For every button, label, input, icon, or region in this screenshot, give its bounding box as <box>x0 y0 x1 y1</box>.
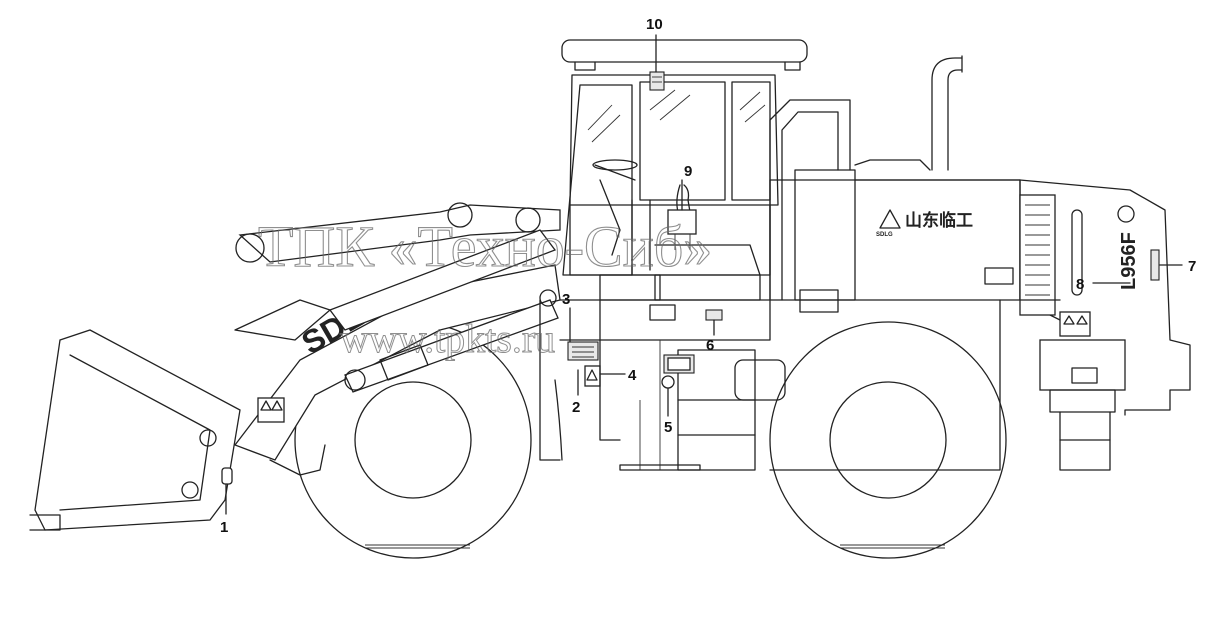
rear-wheel <box>769 321 1007 559</box>
hood-brand-cn: 山东临工 <box>905 210 973 230</box>
tail-light <box>1150 249 1160 281</box>
decal-10 <box>649 71 665 91</box>
callout-7: 7 <box>1188 258 1196 275</box>
callout-8: 8 <box>1076 276 1084 293</box>
front-frame <box>539 299 621 461</box>
callout-9: 9 <box>684 163 692 180</box>
callout-5: 5 <box>664 419 672 436</box>
decal-rear-warning <box>1059 311 1091 337</box>
rops-frame <box>769 99 851 301</box>
model-text: L956F <box>1118 232 1140 290</box>
hood-brand-small: SDLG <box>876 232 893 238</box>
watermark: ТПК «Техно-Сиб» www.tpkts.ru <box>257 213 712 361</box>
decal-5 <box>661 354 695 389</box>
callout-6: 6 <box>706 337 714 354</box>
ground-hatch-front <box>365 544 470 549</box>
callout-1: 1 <box>220 519 228 536</box>
upper-linkage <box>234 202 561 341</box>
operator-cab <box>561 39 808 301</box>
watermark-company: ТПК «Техно-Сиб» <box>258 214 712 279</box>
decal-4 <box>584 365 601 387</box>
callout-4: 4 <box>628 367 637 384</box>
hood-brand: SDLG 山东临工 <box>876 209 973 238</box>
exhaust-stack <box>931 55 963 171</box>
callout-labels: 1 2 3 4 5 6 7 8 9 10 <box>220 16 1196 536</box>
ground-hatch-rear <box>840 544 945 549</box>
leader-lines <box>225 34 1183 515</box>
center-frame <box>559 299 786 471</box>
rear-box <box>1039 339 1126 471</box>
rear-body <box>769 159 1191 471</box>
decal-3 <box>567 341 599 361</box>
callout-10: 10 <box>646 16 663 33</box>
watermark-url: www.tpkts.ru <box>340 316 555 361</box>
bucket <box>29 329 241 531</box>
lift-cylinder <box>344 289 559 393</box>
model-decal: L956F <box>1117 205 1140 290</box>
callout-3: 3 <box>562 291 570 308</box>
callout-2: 2 <box>572 399 580 416</box>
